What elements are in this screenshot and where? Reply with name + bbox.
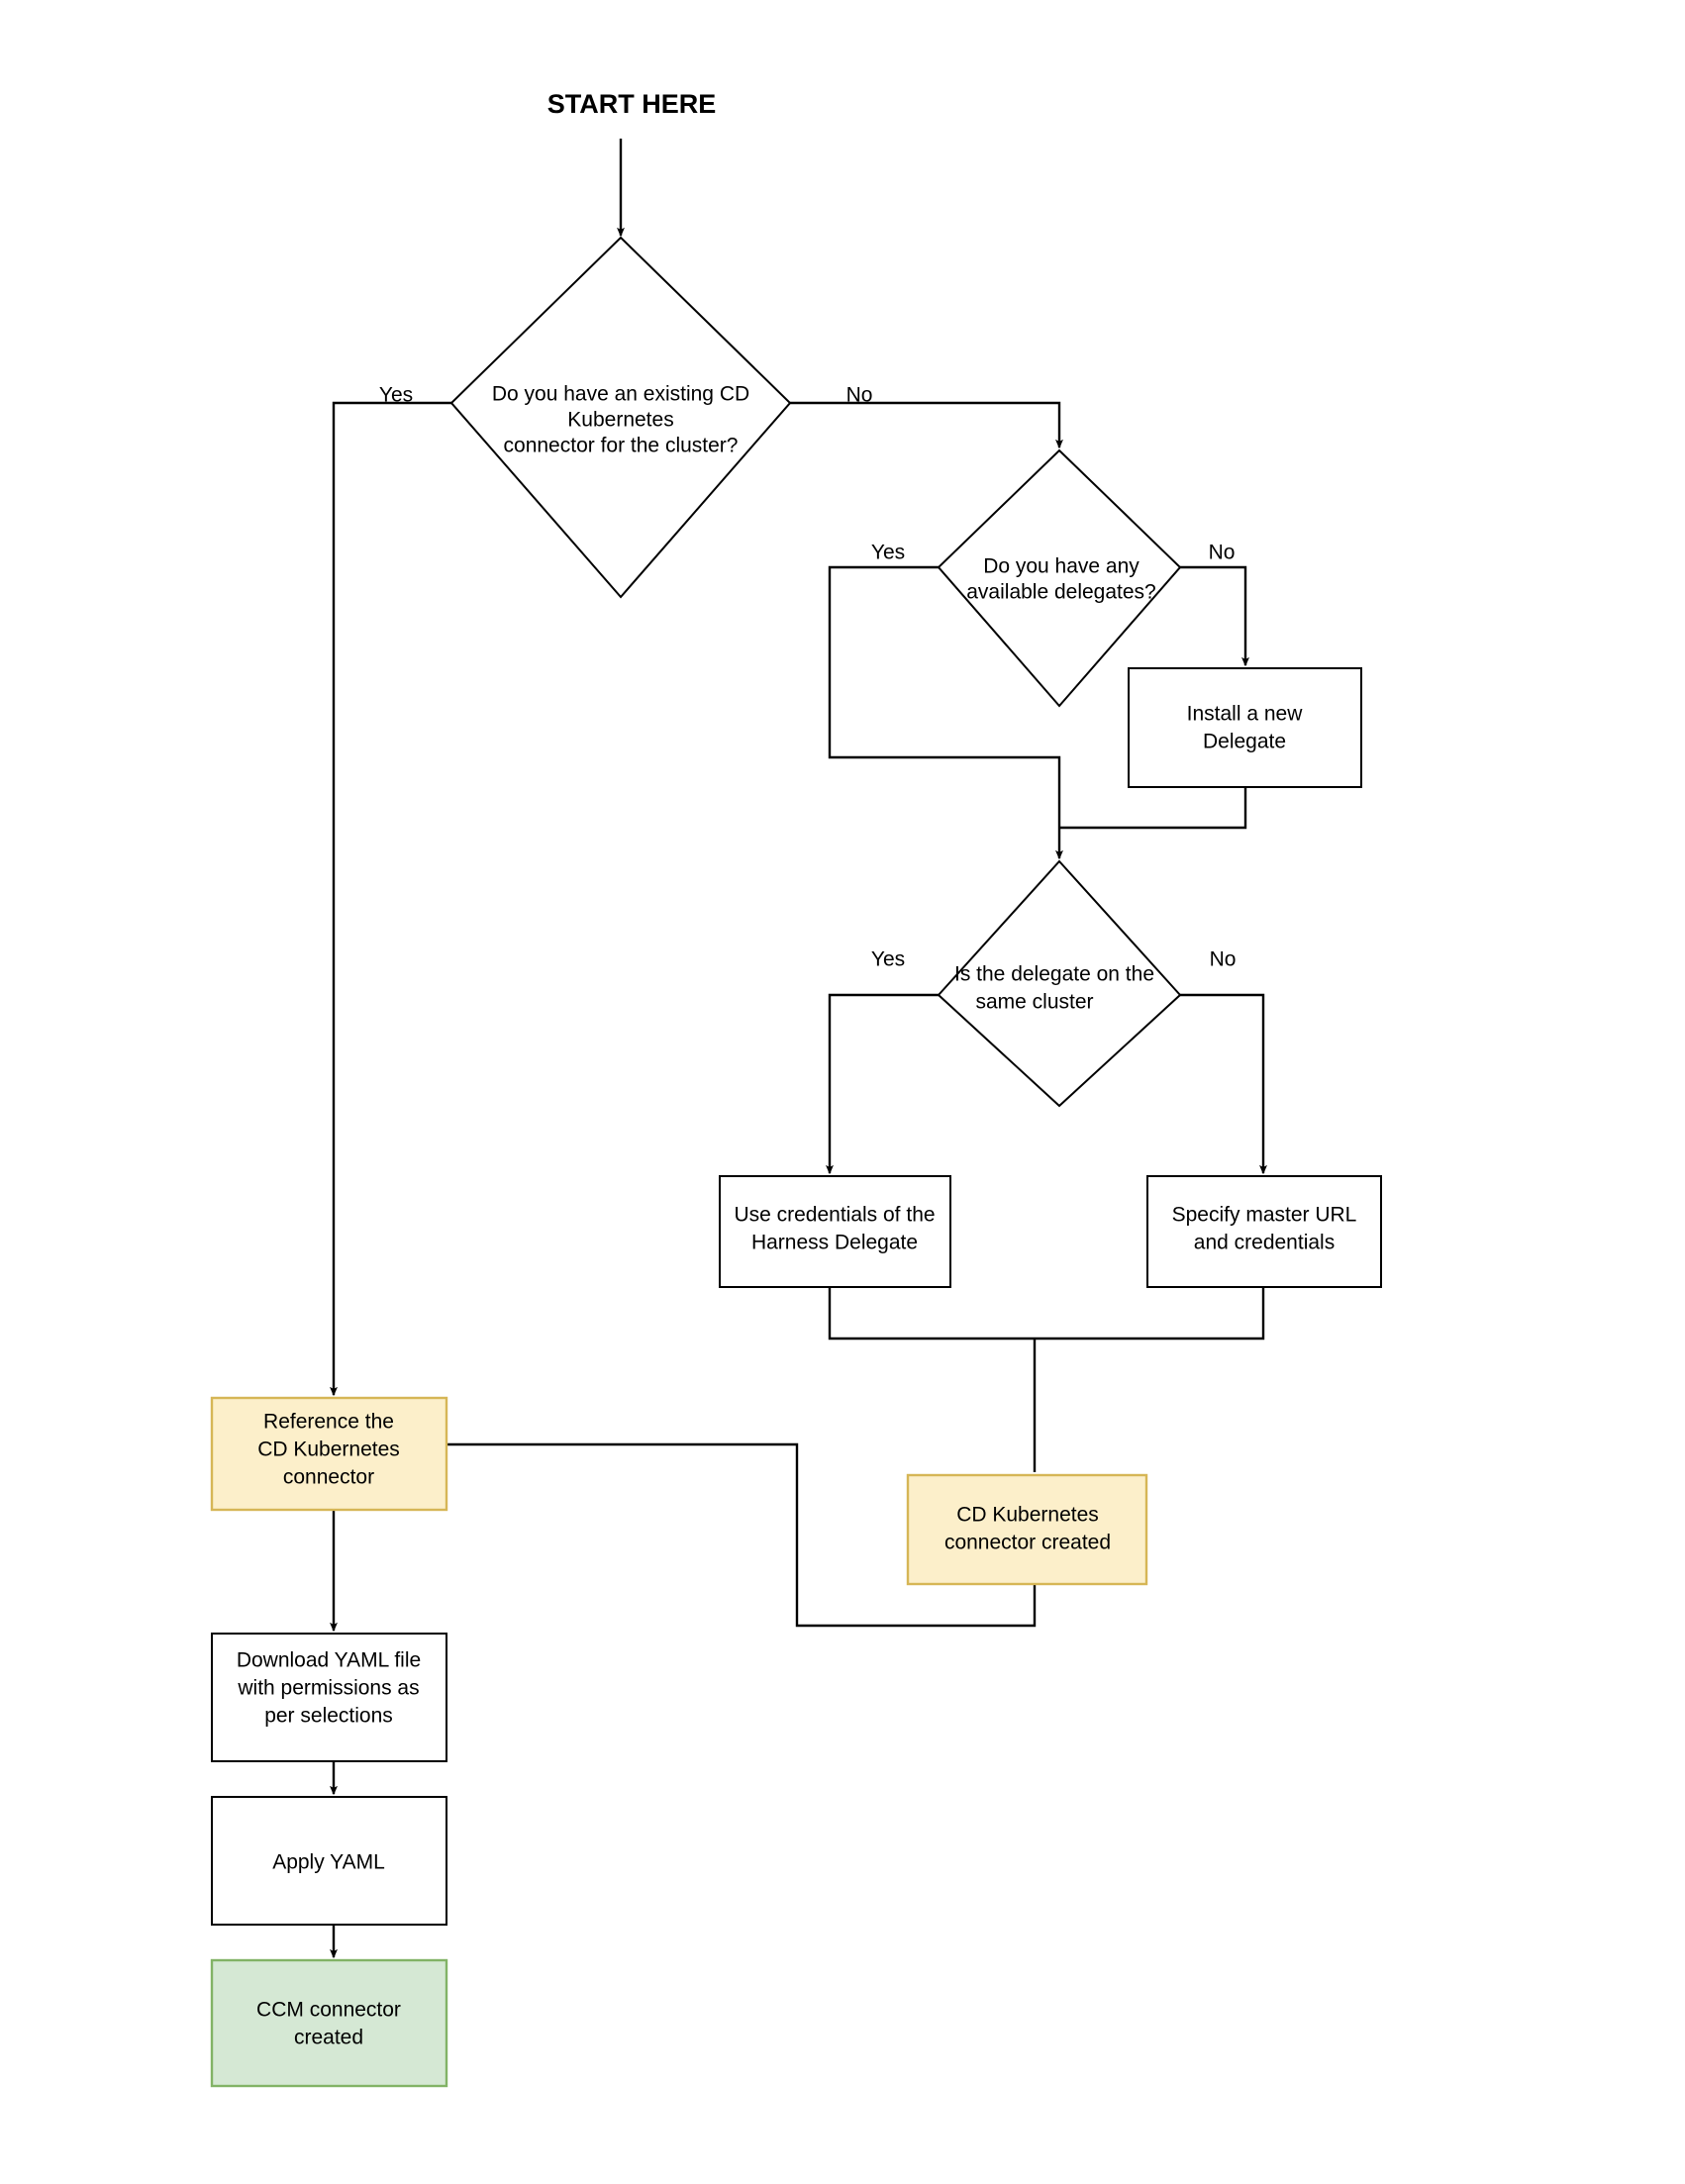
process-apply-yaml[interactable]: Apply YAML <box>211 1796 447 1926</box>
result-reference-cd-connector-shape <box>210 1396 448 1512</box>
edge-install-to-d3-trunk <box>1059 786 1247 830</box>
edge-cd-created-to-reference <box>341 1440 1037 1628</box>
process-install-new-delegate[interactable]: Install a new Delegate <box>1128 667 1362 788</box>
process-use-delegate-credentials-shape <box>719 1175 951 1288</box>
result-reference-cd-connector-line-2: CD Kubernetes <box>257 1439 400 1461</box>
process-specify-master-url-line-1: Specify master URL <box>1172 1204 1357 1227</box>
process-apply-yaml-shape <box>211 1796 447 1926</box>
decision-delegate-same-cluster-line-1: Is the delegate on the <box>954 963 1154 986</box>
process-download-yaml[interactable]: Download YAML file with permissions as p… <box>211 1633 447 1762</box>
process-use-delegate-credentials-line-1: Use credentials of the <box>734 1204 935 1227</box>
result-reference-cd-connector-line-1: Reference the <box>263 1411 394 1434</box>
edge-d2-yes-to-d3 <box>828 565 1063 860</box>
edge-d3-no-to-specify <box>1180 993 1267 1175</box>
result-ccm-connector-created-line-2: created <box>294 2027 363 2049</box>
process-specify-master-url[interactable]: Specify master URL and credentials <box>1146 1175 1382 1288</box>
decision-delegate-same-cluster-shape <box>937 859 1182 1108</box>
result-cd-connector-created[interactable]: CD Kubernetes connector created <box>906 1473 1148 1586</box>
result-cd-connector-created-line-1: CD Kubernetes <box>956 1504 1099 1527</box>
edge-d1-yes-to-reference <box>330 401 451 1397</box>
process-install-new-delegate-shape <box>1128 667 1362 788</box>
decision-existing-cd-connector[interactable]: Do you have an existing CD Kubernetes co… <box>449 236 792 599</box>
edge-label-d1-no: No <box>846 384 873 407</box>
decision-existing-cd-connector-line-3: connector for the cluster? <box>504 435 739 457</box>
result-ccm-connector-created[interactable]: CCM connector created <box>210 1958 448 2088</box>
result-reference-cd-connector-line-3: connector <box>283 1466 374 1489</box>
decision-available-delegates-shape <box>937 448 1182 708</box>
edge-usecreds-to-trunk <box>828 1287 1035 1340</box>
result-cd-connector-created-line-2: connector created <box>944 1532 1111 1554</box>
process-download-yaml-line-3: per selections <box>264 1705 393 1728</box>
process-download-yaml-shape <box>211 1633 447 1762</box>
result-cd-connector-created-shape <box>906 1473 1148 1586</box>
decision-delegate-same-cluster-line-2: same cluster <box>975 991 1093 1014</box>
process-download-yaml-line-1: Download YAML file <box>237 1649 421 1672</box>
edge-label-d1-yes: Yes <box>379 384 413 407</box>
edge-label-d2-no: No <box>1209 542 1236 564</box>
decision-delegate-same-cluster[interactable]: Is the delegate on the same cluster <box>937 859 1182 1108</box>
edge-d1-no-to-d2 <box>790 401 1063 449</box>
decision-existing-cd-connector-line-2: Kubernetes <box>567 409 673 432</box>
decision-available-delegates-line-2: available delegates? <box>966 581 1155 604</box>
process-use-delegate-credentials[interactable]: Use credentials of the Harness Delegate <box>719 1175 951 1288</box>
edge-d2-no-to-install <box>1180 565 1249 667</box>
process-apply-yaml-line-1: Apply YAML <box>272 1851 385 1874</box>
process-install-new-delegate-line-2: Delegate <box>1203 731 1286 753</box>
decision-available-delegates-line-1: Do you have any <box>983 555 1140 578</box>
edge-label-d3-no: No <box>1210 948 1237 971</box>
start-here-title: START HERE <box>547 89 717 119</box>
result-ccm-connector-created-line-1: CCM connector <box>256 1999 401 2022</box>
decision-existing-cd-connector-line-1: Do you have an existing CD <box>492 383 749 406</box>
edge-label-d2-yes: Yes <box>871 542 905 564</box>
process-use-delegate-credentials-line-2: Harness Delegate <box>751 1232 918 1254</box>
process-install-new-delegate-line-1: Install a new <box>1187 703 1304 726</box>
edge-label-d3-yes: Yes <box>871 948 905 971</box>
result-ccm-connector-created-shape <box>210 1958 448 2088</box>
process-download-yaml-line-2: with permissions as <box>237 1677 419 1700</box>
process-specify-master-url-line-2: and credentials <box>1194 1232 1335 1254</box>
edge-specify-to-trunk <box>1035 1287 1265 1340</box>
result-reference-cd-connector[interactable]: Reference the CD Kubernetes connector <box>210 1396 448 1512</box>
edge-d3-yes-to-usecreds <box>826 993 939 1175</box>
decision-existing-cd-connector-shape <box>449 236 792 599</box>
process-specify-master-url-shape <box>1146 1175 1382 1288</box>
decision-available-delegates[interactable]: Do you have any available delegates? <box>937 448 1182 708</box>
